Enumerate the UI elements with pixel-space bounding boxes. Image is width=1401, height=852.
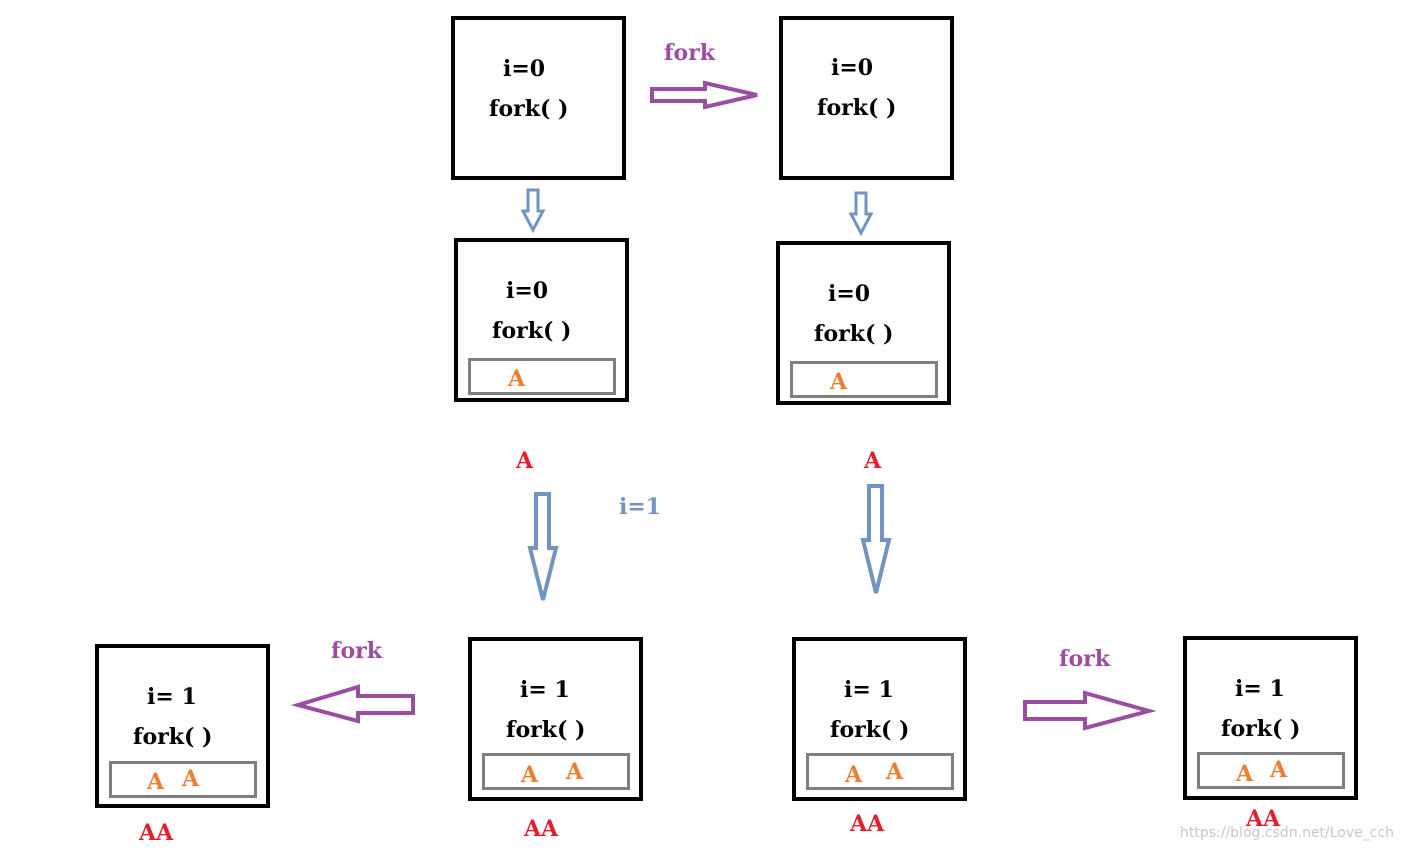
process-box-right-i1-line2: fork( ) <box>830 717 910 743</box>
printed-output: A <box>516 448 534 474</box>
buffer-char: A <box>830 369 848 395</box>
buffer-char: A <box>566 759 584 785</box>
printed-output: AA <box>1246 806 1281 832</box>
buffer-char: A <box>508 366 526 392</box>
fork-label: fork <box>1059 646 1110 672</box>
process-box-parent-after-print-line1: i=0 <box>506 278 549 304</box>
process-box-right-i1 <box>792 637 967 801</box>
down-arrow-big-left <box>527 492 559 601</box>
process-box-child-line1: i=0 <box>831 55 874 81</box>
down-arrow-small-left <box>520 188 546 234</box>
printed-output: AA <box>524 816 559 842</box>
process-box-child-after-print-line2: fork( ) <box>814 321 894 347</box>
process-box-parent-after-print <box>454 238 629 402</box>
printed-output: AA <box>139 820 174 846</box>
process-box-parent <box>451 16 626 180</box>
process-box-left-i1-line2: fork( ) <box>506 717 586 743</box>
output-buffer <box>468 358 616 395</box>
buffer-char: A <box>147 769 165 795</box>
process-box-child-after-print-line1: i=0 <box>828 281 871 307</box>
down-arrow-small-right <box>848 191 874 237</box>
process-box-child-line2: fork( ) <box>817 95 897 121</box>
process-box-grandchild-right-line2: fork( ) <box>1221 716 1301 742</box>
process-box-parent-line1: i=0 <box>503 56 546 82</box>
process-box-grandchild-right-line1: i= 1 <box>1235 676 1285 702</box>
process-box-grandchild-left-line1: i= 1 <box>147 684 197 710</box>
fork-label: fork <box>331 638 382 664</box>
process-box-child-after-print <box>776 241 951 405</box>
process-box-grandchild-right <box>1183 636 1358 800</box>
buffer-char: A <box>886 759 904 785</box>
output-buffer <box>806 753 954 790</box>
process-box-child <box>779 16 954 180</box>
buffer-char: A <box>1270 757 1288 783</box>
buffer-char: A <box>521 762 539 788</box>
output-buffer <box>790 361 938 398</box>
process-box-left-i1-line1: i= 1 <box>520 677 570 703</box>
fork-arrow-bottom-left <box>290 684 415 724</box>
buffer-char: A <box>1236 761 1254 787</box>
loop-index-label: i=1 <box>619 494 662 520</box>
fork-label: fork <box>664 40 715 66</box>
output-buffer <box>1197 752 1345 789</box>
fork-arrow-top-right <box>650 80 758 110</box>
process-box-parent-after-print-line2: fork( ) <box>492 318 572 344</box>
printed-output: A <box>864 448 882 474</box>
process-box-right-i1-line1: i= 1 <box>844 677 894 703</box>
process-box-grandchild-left <box>95 644 270 808</box>
output-buffer <box>109 761 257 798</box>
buffer-char: A <box>182 766 200 792</box>
output-buffer <box>482 753 630 790</box>
buffer-char: A <box>845 762 863 788</box>
process-box-grandchild-left-line2: fork( ) <box>133 724 213 750</box>
process-box-parent-line2: fork( ) <box>489 96 569 122</box>
fork-arrow-bottom-right <box>1023 690 1157 731</box>
printed-output: AA <box>850 811 885 837</box>
down-arrow-big-right <box>860 484 892 594</box>
watermark: https://blog.csdn.net/Love_cch <box>1180 825 1395 841</box>
process-box-left-i1 <box>468 637 643 801</box>
